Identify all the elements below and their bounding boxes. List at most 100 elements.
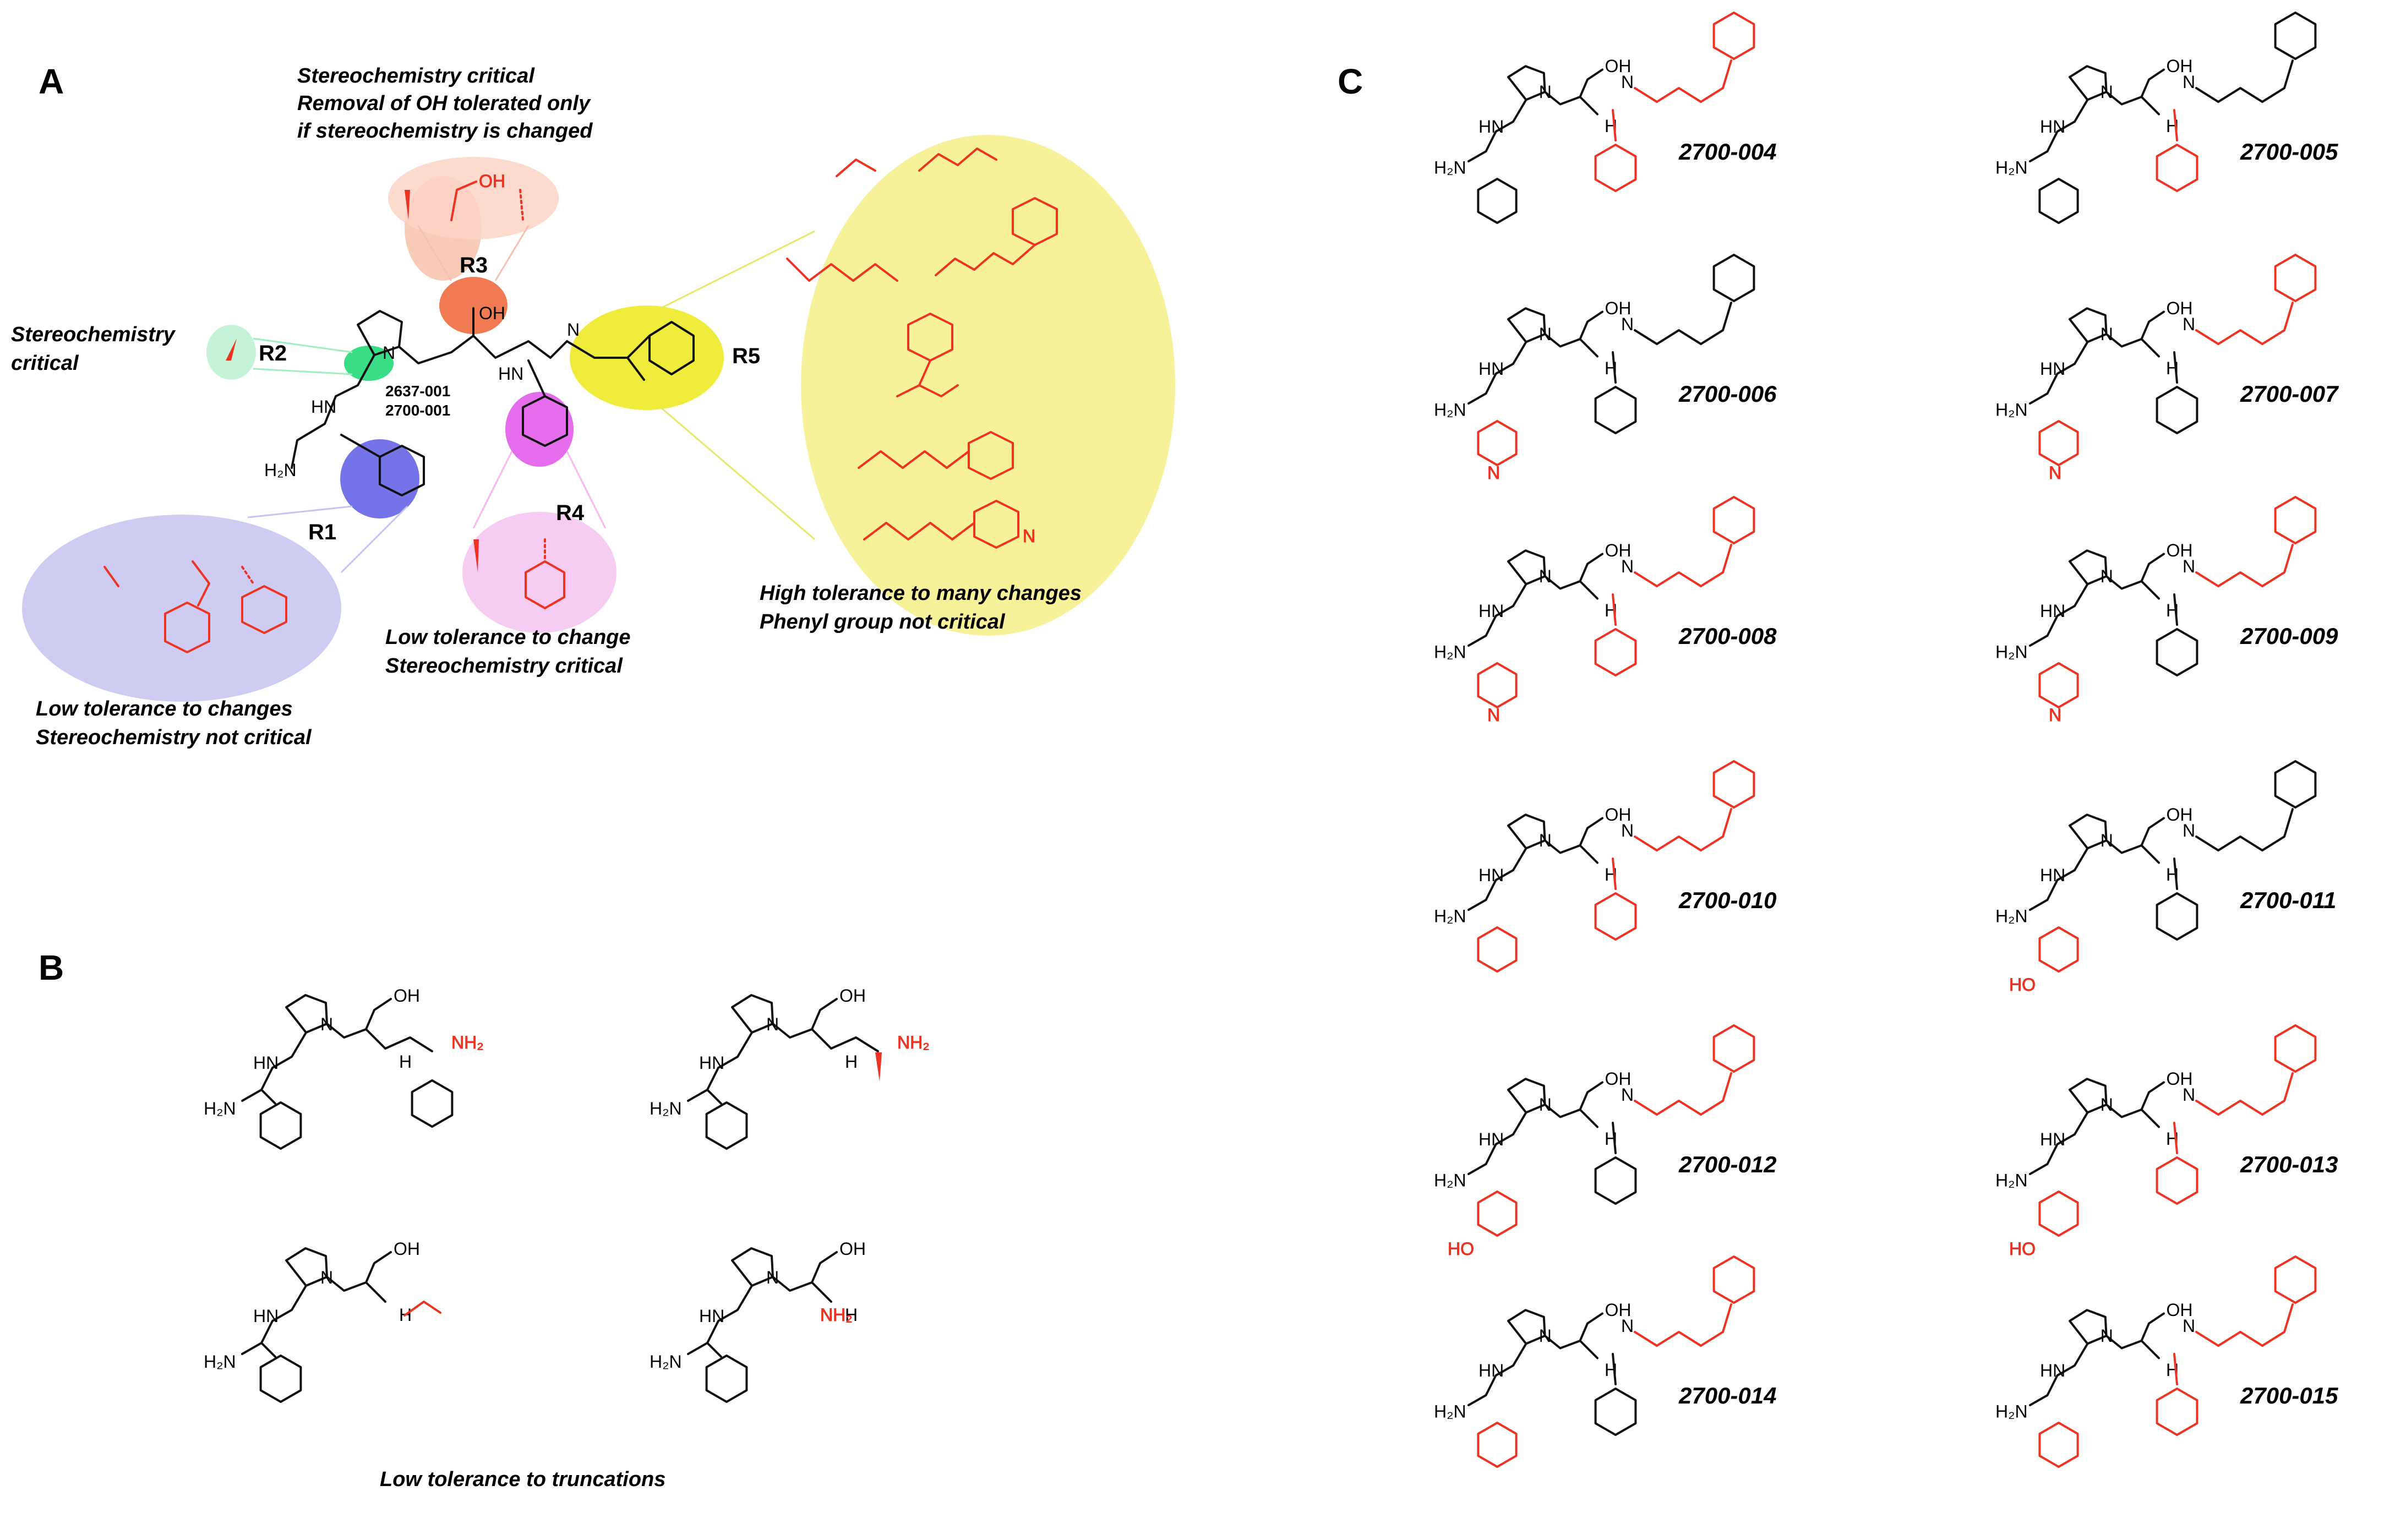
r3-oh: OH — [479, 171, 505, 191]
r5-chain — [1634, 59, 1732, 103]
hydroxyl-arm — [2105, 310, 2165, 348]
amine-arm — [1467, 1342, 1527, 1406]
compound-id-2: 2700-001 — [385, 402, 450, 419]
r4-phenyl — [2156, 628, 2198, 676]
oh-label: OH — [2167, 56, 2193, 76]
r4-phenyl — [1594, 1156, 1637, 1205]
svg-text:Stereochemistry: Stereochemistry — [11, 323, 176, 346]
r5-chain — [1634, 1303, 1732, 1347]
hn-label: HN — [2040, 1129, 2065, 1149]
amine-arm — [2029, 847, 2089, 911]
hn-label: HN — [2040, 1361, 2065, 1380]
hydroxyl-arm — [1543, 1081, 1603, 1118]
oh-label: OH — [2167, 1069, 2193, 1089]
amine-arm — [1467, 583, 1527, 647]
phenyl-ring — [705, 1101, 748, 1150]
r5-phenyl — [2274, 1255, 2317, 1304]
svg-text:Stereochemistry critical: Stereochemistry critical — [297, 64, 535, 88]
phenyl-ring — [259, 1355, 302, 1403]
r1-note: Low tolerance to changes Stereochemistry… — [36, 697, 312, 749]
pyrrolidine-ring — [1507, 65, 1546, 101]
r1-guides — [247, 505, 408, 574]
svg-text:Removal of OH tolerated only: Removal of OH tolerated only — [297, 92, 591, 115]
compound-code: 2700-010 — [1678, 887, 1777, 913]
r4-region — [462, 512, 617, 633]
panel-a: A — [11, 62, 1175, 749]
oh-label: OH — [1605, 56, 1632, 76]
nh-h-label: H — [845, 1305, 858, 1325]
ring-n-label: N — [2101, 1326, 2113, 1346]
r5-chain — [2195, 1072, 2294, 1116]
r5-n-label: N — [2183, 821, 2195, 840]
r4-phenyl — [2156, 1388, 2198, 1436]
r4-bond — [1612, 593, 1617, 626]
ring-n-label: N — [766, 1268, 779, 1287]
pyrrolidine-ring — [285, 1247, 328, 1287]
r5-n-label: N — [2183, 1085, 2195, 1105]
amine-arm — [1467, 99, 1527, 162]
r5-n-label: N — [2183, 556, 2195, 576]
r1-substituents — [103, 560, 287, 653]
pyridine-n-label: N — [1487, 463, 1500, 483]
r4-phenyl — [1594, 892, 1637, 941]
r5-n-label: N — [1621, 314, 1634, 334]
r5-phenyl — [2274, 496, 2317, 544]
r1-ring — [1477, 926, 1518, 973]
compound-id-1: 2637-001 — [385, 383, 450, 400]
chain — [384, 1036, 433, 1052]
linker-bond — [365, 1281, 386, 1303]
r1-ring — [2038, 1191, 2079, 1237]
h2n-label: H₂N — [1995, 158, 2028, 178]
r5-n-label: N — [1621, 1085, 1634, 1105]
red-nh2-label: NH₂ — [897, 1033, 930, 1052]
ring-n-label: N — [1539, 831, 1552, 850]
r4-phenyl — [1594, 386, 1637, 434]
oh-label: OH — [394, 986, 420, 1006]
core-h2n: H₂N — [264, 460, 297, 480]
r1-ring — [2038, 420, 2079, 466]
r4-substituents — [473, 538, 565, 609]
pyrrolidine-ring — [731, 994, 774, 1034]
oh-label: OH — [2167, 1300, 2193, 1320]
linker-bond — [2140, 338, 2160, 358]
amine-arm — [2029, 1111, 2089, 1175]
pyrrolidine-ring — [1507, 1309, 1546, 1345]
hydroxyl-arm — [1543, 553, 1603, 590]
ring-n-label: N — [2101, 324, 2113, 344]
svg-text:High tolerance to many changes: High tolerance to many changes — [760, 582, 1082, 605]
r5-chain — [1634, 1072, 1732, 1116]
r5-chain — [1634, 808, 1732, 851]
core-n-2: N — [567, 320, 580, 340]
r5-chain — [1634, 544, 1732, 587]
r3-region — [388, 157, 559, 239]
linker-bond — [1579, 580, 1599, 600]
linker-bond — [1579, 338, 1599, 358]
hydroxyl-arm — [2105, 1081, 2165, 1118]
hn-label: HN — [1479, 117, 1504, 136]
pyrrolidine-ring — [2069, 813, 2108, 850]
svg-text:Low tolerance to changes: Low tolerance to changes — [36, 697, 293, 720]
r1-ring — [2038, 178, 2079, 224]
r5-phenyl — [1712, 1255, 1755, 1304]
h2n-label: H₂N — [1995, 642, 2028, 662]
pyrrolidine-ring — [2069, 307, 2108, 343]
amine-arm — [241, 1285, 307, 1355]
pyrrolidine-ring — [2069, 65, 2108, 101]
pyridine-n-label: N — [2049, 705, 2061, 725]
red-methyl-wedge — [875, 1052, 882, 1082]
r5-n-label: N — [2183, 1316, 2195, 1336]
r4-bond — [1612, 1122, 1617, 1154]
oh-label: OH — [839, 1239, 866, 1259]
r1-ring — [2038, 926, 2079, 973]
compound-code: 2700-015 — [2240, 1383, 2338, 1408]
hydroxyl-arm — [1543, 1312, 1603, 1350]
hydroxyl-arm — [1543, 310, 1603, 348]
panel-c-letter: C — [1338, 62, 1363, 101]
r4-dot — [505, 392, 574, 467]
r4-bond — [1612, 351, 1617, 384]
